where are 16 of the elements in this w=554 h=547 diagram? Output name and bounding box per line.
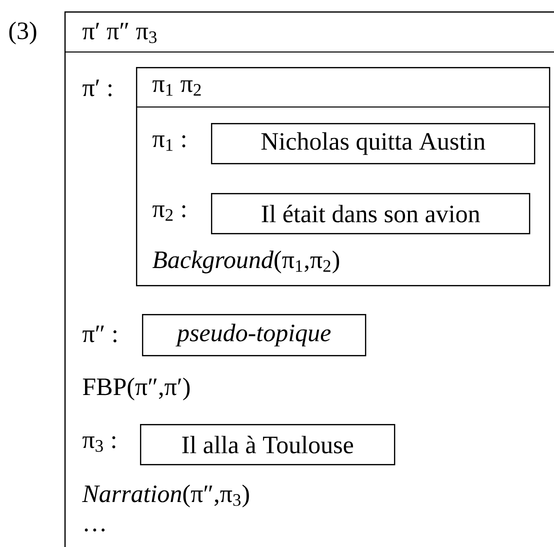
box-variable: π′ : — [82, 80, 112, 96]
box-variable: π$_{3}$ : — [82, 436, 116, 452]
relation-text: Narration(π″,π$_{3}$) — [82, 484, 249, 508]
relation-text: Background(π$_{1}$,π$_{2}$) — [152, 250, 340, 274]
box-variable: π″ : — [82, 326, 116, 342]
text-box: pseudo-topique — [142, 314, 366, 356]
box-variable: π$_{2}$ : — [152, 205, 186, 221]
text-box: Nicholas quitta Austin — [211, 123, 536, 164]
box-header: π$_{1}$ π$_{2}$ — [152, 80, 201, 96]
ellipsis: … — [84, 528, 105, 532]
example-number: (3) — [9, 22, 36, 44]
relation-text: FBP(π″,π′) — [82, 378, 190, 400]
box-header: π′ π″ π$_{3}$ — [82, 22, 156, 44]
text-box: Il était dans son avion — [211, 193, 530, 234]
box-variable: π$_{1}$ : — [152, 135, 186, 151]
text-box: Il alla à Toulouse — [140, 424, 396, 466]
